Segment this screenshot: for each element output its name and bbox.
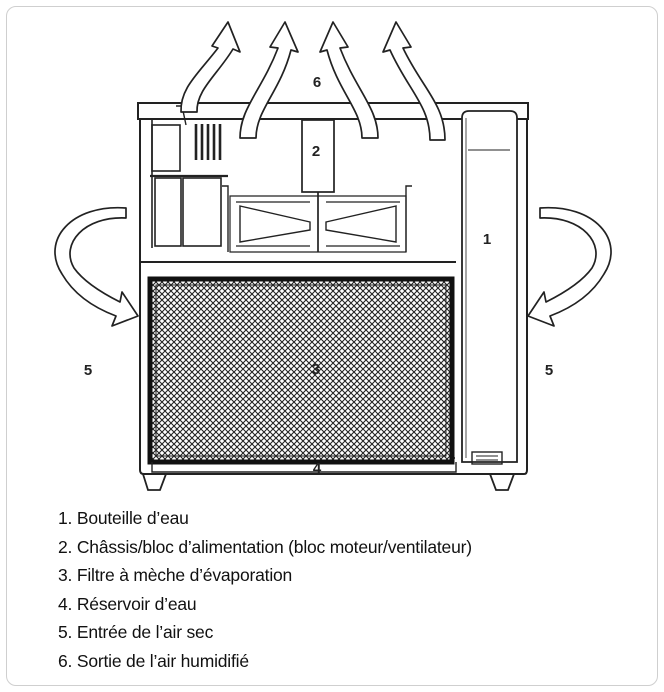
water-reservoir bbox=[151, 462, 457, 473]
legend-item-reservoir: 4. Réservoir d’eau bbox=[58, 593, 197, 614]
legend-item-dry-air-inlet: 5. Entrée de l’air sec bbox=[58, 622, 214, 643]
legend-item-chassis: 2. Châssis/bloc d’alimentation (bloc mot… bbox=[58, 536, 472, 557]
callout-2: 2 bbox=[312, 143, 320, 160]
legend-item-filter: 3. Filtre à mèche d’évaporation bbox=[58, 565, 293, 586]
wick-filter bbox=[147, 276, 455, 465]
legend-item-humid-air-outlet: 6. Sortie de l’air humidifié bbox=[58, 650, 249, 671]
callout-4: 4 bbox=[313, 460, 322, 477]
control-vent-block bbox=[150, 105, 228, 248]
humid-air-outlet-arrows bbox=[180, 21, 446, 141]
dry-air-inlet-arrows bbox=[54, 206, 612, 327]
legend-item-bottle: 1. Bouteille d’eau bbox=[58, 508, 189, 528]
callout-3: 3 bbox=[312, 361, 320, 378]
callout-5-right: 5 bbox=[545, 362, 553, 379]
water-bottle bbox=[461, 110, 518, 465]
legend-list: 1. Bouteille d’eau 2. Châssis/bloc d’ali… bbox=[58, 504, 472, 676]
callout-5-left: 5 bbox=[84, 362, 92, 379]
callout-1: 1 bbox=[483, 231, 491, 248]
motor-fan-chassis bbox=[222, 119, 412, 253]
callout-6: 6 bbox=[313, 74, 321, 91]
